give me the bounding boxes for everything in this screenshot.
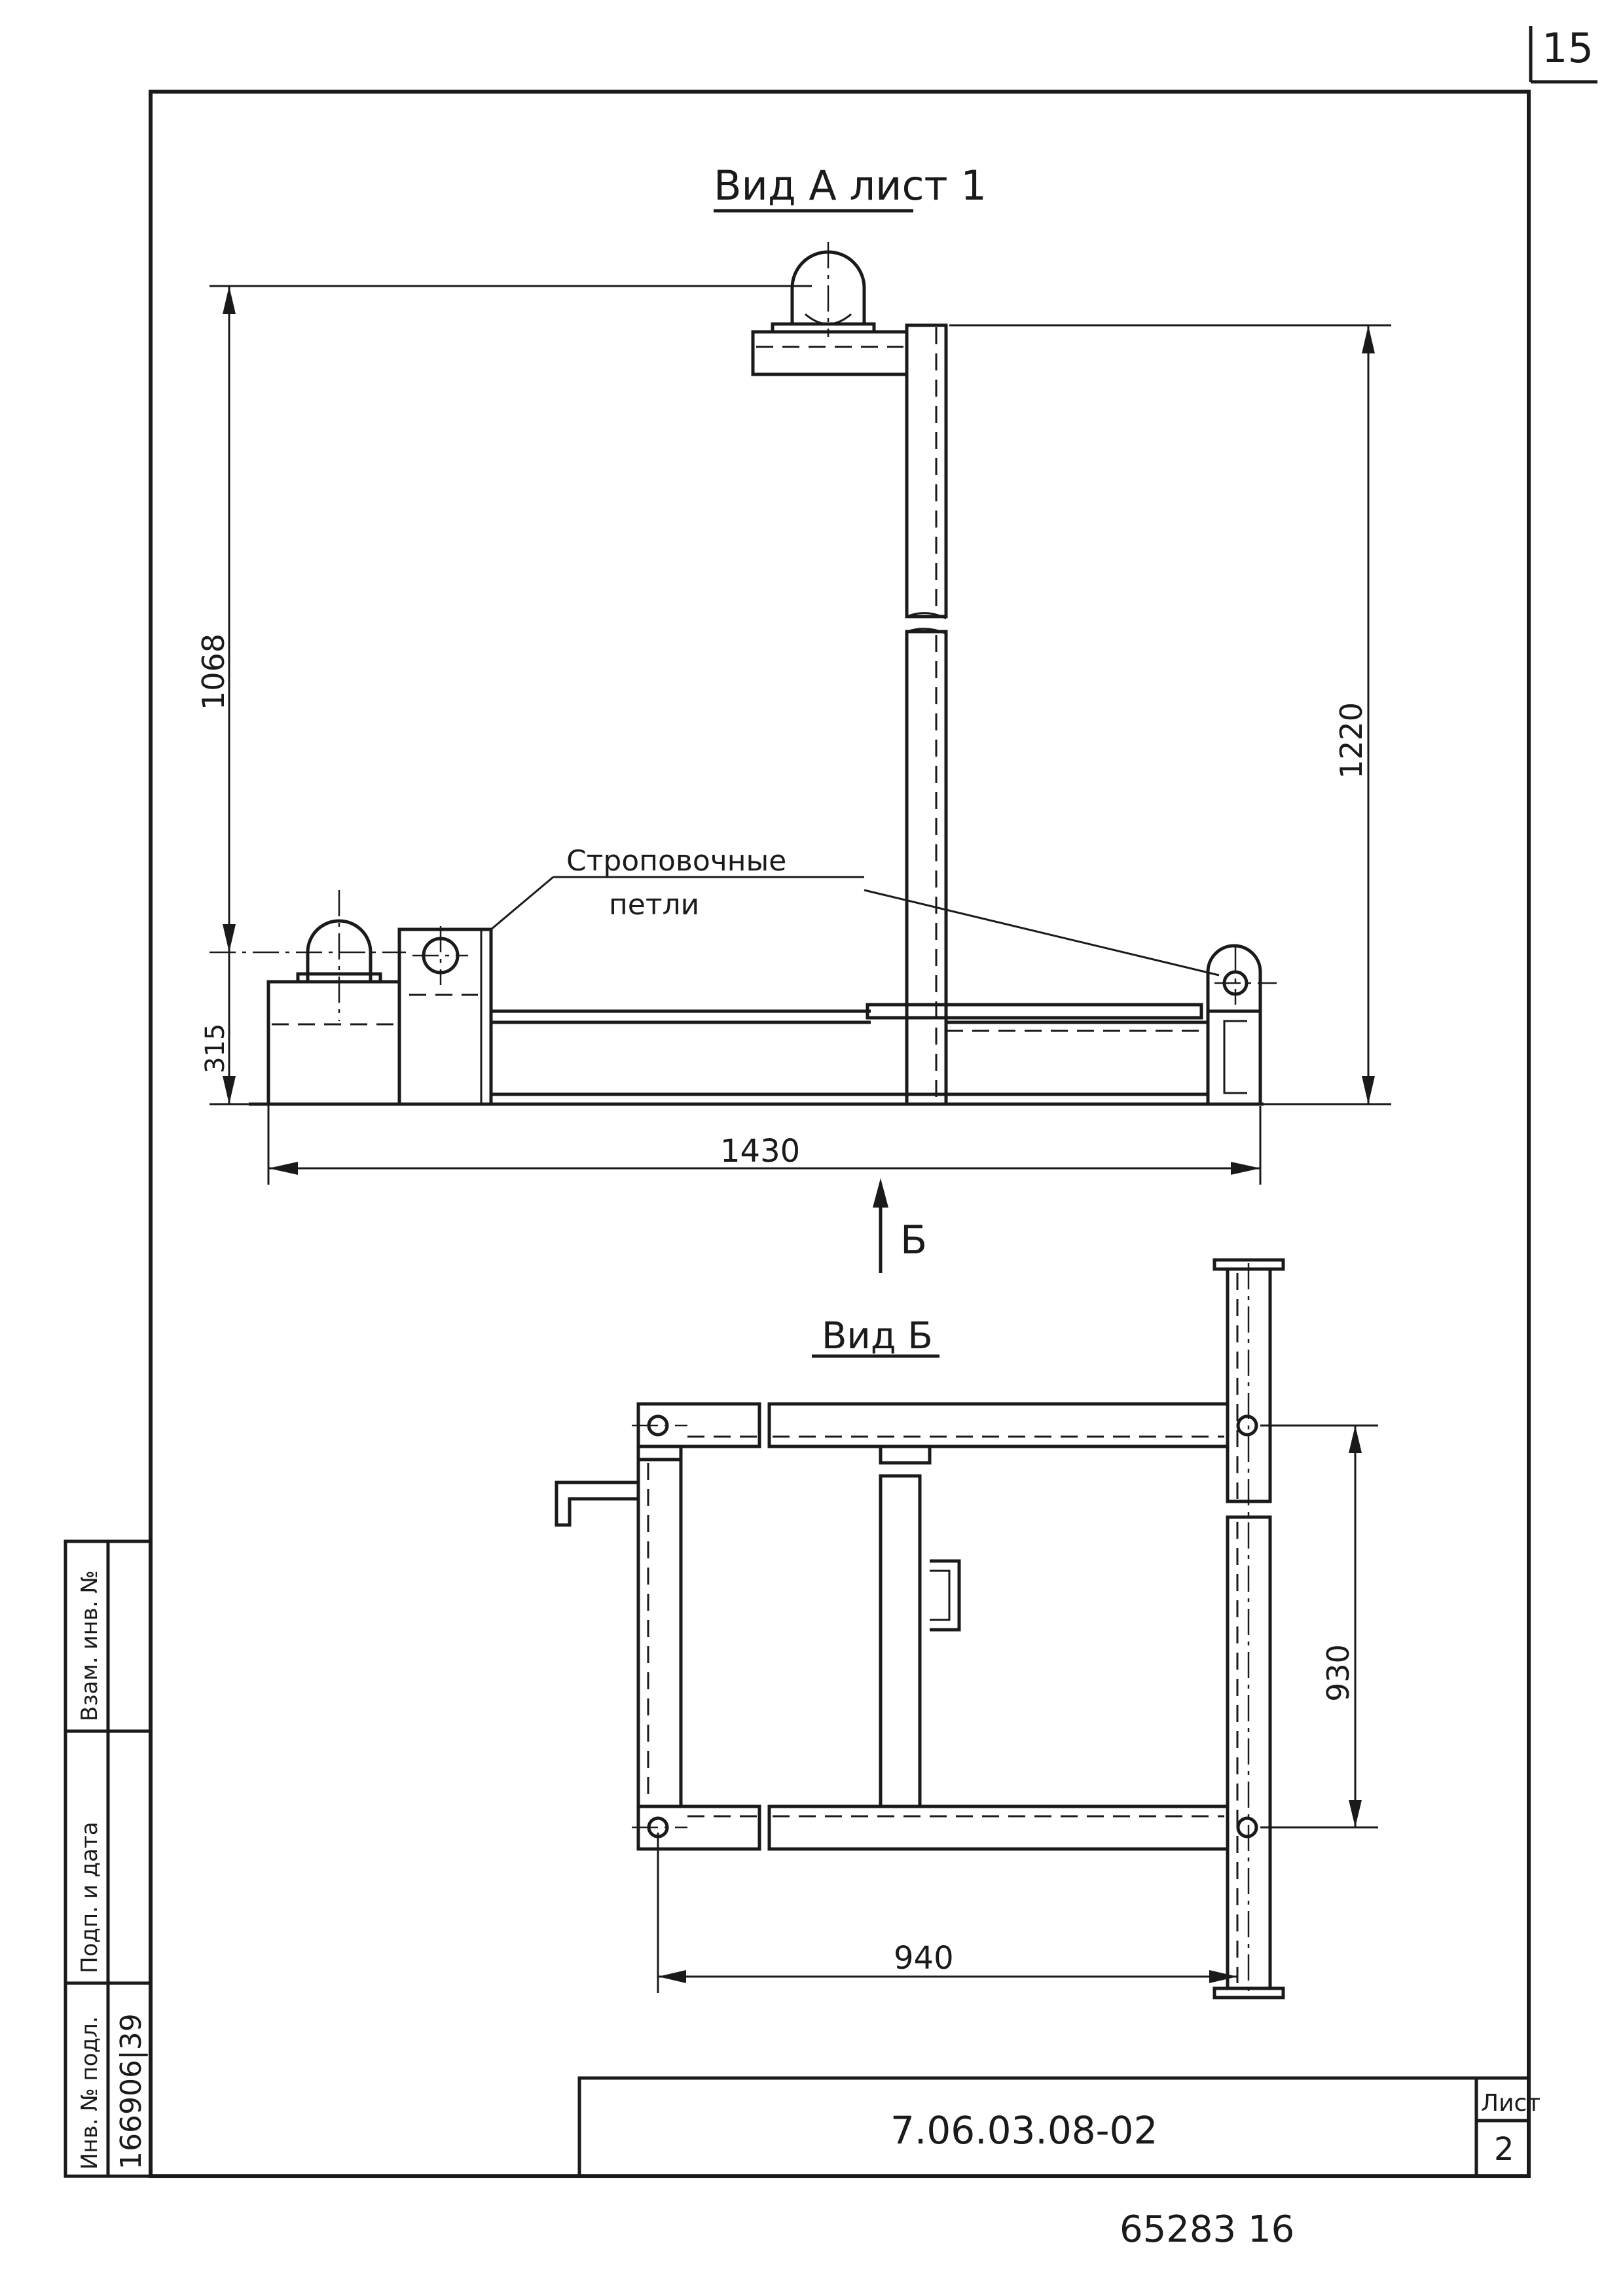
dim-315-arrow: [223, 1076, 236, 1104]
left-foot-block: [266, 980, 401, 1106]
podp-label: Подп. и дата: [77, 1821, 103, 1973]
view-a: Вид А лист 1: [196, 162, 1391, 1273]
dim-1430-value: 1430: [720, 1133, 800, 1170]
dim-940-value: 940: [894, 1940, 954, 1977]
view-a-title: Вид А лист 1: [714, 162, 987, 209]
callout-text-line2: петли: [609, 888, 699, 922]
title-block-frame: [577, 2076, 1531, 2178]
post-break-marks: [906, 612, 947, 635]
bottom-beam-right: [767, 1804, 1230, 1851]
sheet-label: Лист: [1481, 2090, 1541, 2117]
designation: 7.06.03.08-02: [890, 2108, 1158, 2153]
right-lug: [1206, 944, 1262, 1013]
callout-leader-right: [864, 889, 1220, 977]
hole-bottom-right: [1236, 1816, 1258, 1839]
top-beam-right: [767, 1402, 1230, 1448]
left-member-cap: [636, 1444, 683, 1462]
side-stamp: Инв. № подл. 166906|39 Подп. и дата Взам…: [64, 1539, 153, 2178]
view-b-arrow-label: Б: [900, 1217, 927, 1263]
left-lifting-loop: [306, 919, 373, 982]
page-corner-number: 15: [1542, 24, 1594, 72]
dim-1220-value: 1220: [1334, 702, 1369, 779]
inv-podl-value: 166906|39: [115, 2013, 148, 2170]
top-arm: [751, 330, 909, 376]
sheet-frame: [149, 90, 1531, 2178]
view-b: Вид Б: [555, 1258, 1378, 2000]
side-handle: [555, 1480, 638, 1527]
left-member: [636, 1458, 683, 1808]
vertical-post-upper: [905, 323, 948, 619]
vzam-label: Взам. инв. №: [77, 1570, 103, 1721]
inv-podl-label: Инв. № подл.: [77, 2016, 103, 2170]
callout-text-line1: Строповочные: [566, 844, 786, 878]
right-channel-inner: [1223, 1020, 1247, 1094]
sheet-number: 2: [1494, 2131, 1514, 2168]
middle-member: [879, 1474, 922, 1808]
right-channel: [1206, 1009, 1262, 1106]
view-b-title: Вид Б: [822, 1315, 933, 1357]
vertical-post-lower: [905, 630, 948, 1106]
bottom-number: 65283 16: [1120, 2208, 1294, 2251]
center-bracket-inner: [930, 1570, 951, 1621]
base-top-plate: [866, 1003, 1203, 1020]
hole-top-right: [1236, 1414, 1258, 1437]
dim-315-value: 315: [200, 1024, 230, 1073]
title-block: 7.06.03.08-02 Лист 2: [577, 2076, 1541, 2178]
middle-member-cap: [879, 1444, 932, 1465]
dim-1068-value: 1068: [196, 634, 231, 710]
callout-leader-left: [490, 876, 554, 931]
dim-930-value: 930: [1321, 1644, 1356, 1702]
center-bracket: [930, 1559, 961, 1632]
view-b-arrow-head: [873, 1178, 888, 1208]
